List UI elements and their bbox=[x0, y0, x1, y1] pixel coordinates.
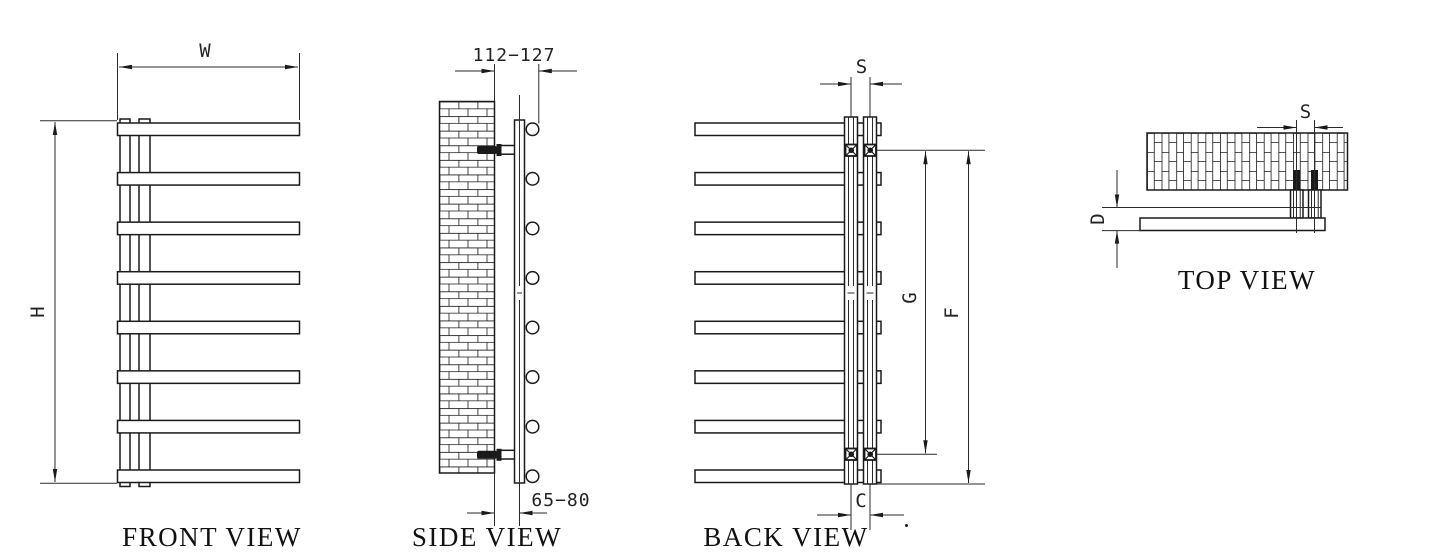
bolt-center bbox=[867, 147, 874, 154]
towel-bar bbox=[694, 469, 882, 484]
towel-bar bbox=[116, 171, 301, 186]
front-rail-left bbox=[119, 118, 131, 488]
mount-bolt-icon bbox=[844, 447, 858, 461]
rail-spacing-label: S bbox=[856, 56, 867, 78]
wall-outline bbox=[438, 100, 496, 474]
bolt-center bbox=[848, 451, 855, 458]
towel-bar bbox=[694, 320, 882, 335]
top-view: S D TOP VIEW bbox=[1087, 101, 1349, 295]
bolt-center bbox=[867, 451, 874, 458]
height-dimension-label: H bbox=[27, 306, 49, 317]
front-bars bbox=[116, 122, 301, 484]
towel-bar bbox=[694, 370, 882, 385]
width-dimension-label: W bbox=[199, 40, 211, 62]
dimension-d: D bbox=[1087, 170, 1141, 268]
back-rail-right bbox=[862, 116, 878, 485]
bar-end-circle bbox=[525, 122, 540, 137]
back-bars bbox=[694, 122, 882, 484]
stray-dot bbox=[905, 524, 908, 527]
towel-bar bbox=[116, 122, 301, 137]
mount-bolt-icon bbox=[844, 143, 858, 157]
wall-bolt-icon bbox=[477, 450, 497, 459]
back-view-title: BACK VIEW bbox=[703, 522, 868, 552]
bolt-washer-icon bbox=[496, 144, 502, 156]
dimension-wall-offset: 112−127 bbox=[455, 45, 577, 124]
wall-offset-label: 112−127 bbox=[473, 45, 556, 66]
dimension-h: H bbox=[27, 120, 117, 484]
bar-end-circle bbox=[525, 221, 540, 236]
front-rail-right bbox=[138, 118, 151, 488]
overall-span-label: F bbox=[941, 307, 963, 318]
mount-bolt-icon bbox=[863, 447, 877, 461]
bar-end-circle bbox=[525, 419, 540, 434]
mount-span-label: G bbox=[899, 292, 921, 303]
dimension-c: C bbox=[817, 484, 904, 530]
side-view-title: SIDE VIEW bbox=[412, 522, 562, 552]
bolt-washer-icon bbox=[496, 448, 502, 461]
side-bracket-top bbox=[477, 144, 515, 156]
towel-bar bbox=[694, 171, 882, 186]
front-view-title: FRONT VIEW bbox=[122, 522, 302, 552]
towel-bar bbox=[694, 419, 882, 434]
towel-bar bbox=[694, 270, 882, 285]
bar-end-circle bbox=[525, 270, 540, 286]
dimension-bottom-offset: 65−80 bbox=[467, 473, 590, 526]
dimension-s-back: S bbox=[820, 56, 902, 117]
side-view: 112−127 65−80 SIDE VIEW bbox=[412, 45, 590, 552]
wall-plan-outline bbox=[1146, 132, 1349, 191]
wall-bolt-icon bbox=[477, 146, 497, 154]
side-bracket-bottom bbox=[477, 448, 515, 461]
towel-bar bbox=[116, 419, 301, 434]
top-bar bbox=[1139, 217, 1326, 232]
wall-section bbox=[439, 101, 495, 473]
towel-bar bbox=[116, 469, 301, 484]
towel-bar bbox=[116, 370, 301, 385]
bar-end-circle bbox=[525, 320, 540, 335]
bottom-spacing-label: C bbox=[855, 490, 866, 512]
mount-bolt-icon bbox=[863, 143, 877, 157]
dimension-w: W bbox=[117, 40, 300, 120]
towel-bar bbox=[116, 221, 301, 236]
towel-bar bbox=[694, 221, 882, 236]
bolt-center bbox=[848, 147, 855, 154]
front-rails bbox=[119, 118, 151, 488]
bar-end-circle bbox=[525, 171, 540, 186]
front-view: W H FRONT VIEW bbox=[27, 40, 302, 552]
back-mount-bolts bbox=[844, 143, 877, 461]
bar-end-circle bbox=[525, 370, 540, 385]
rail-spacing-label: S bbox=[1300, 101, 1311, 123]
towel-bar bbox=[116, 320, 301, 335]
bottom-offset-label: 65−80 bbox=[531, 490, 590, 511]
side-bar-ends bbox=[525, 122, 540, 484]
top-view-title: TOP VIEW bbox=[1178, 265, 1316, 295]
towel-bar bbox=[116, 270, 301, 285]
back-rail-left bbox=[843, 116, 859, 485]
back-view: S G F C BACK VIEW bbox=[694, 56, 985, 552]
bar-depth-label: D bbox=[1087, 213, 1109, 224]
towel-bar bbox=[694, 122, 882, 137]
bar-end-circle bbox=[525, 469, 540, 484]
dimension-g-f: G F bbox=[877, 149, 985, 485]
dimension-s-top: S bbox=[1257, 101, 1343, 233]
